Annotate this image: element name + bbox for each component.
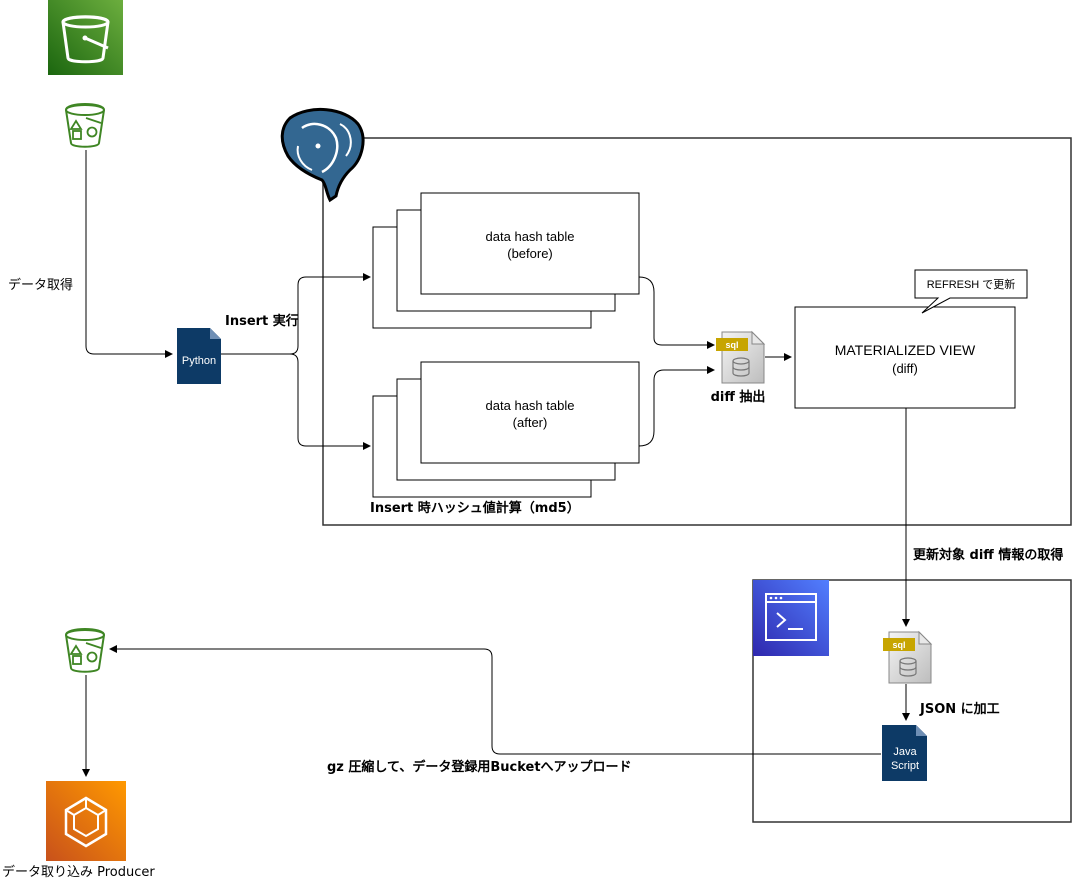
table-before-stack: data hash table (before) [372, 192, 640, 329]
ecs-container-icon [46, 781, 126, 861]
sql-file-icon: sql [883, 630, 933, 684]
table-before-box [420, 192, 640, 295]
arrow-after-to-sql [638, 366, 715, 447]
upload-label: gz 圧縮して、データ登録用Bucketへアップロード [327, 759, 632, 775]
table-after-stack: data hash table (after) [372, 361, 640, 498]
arrow-js-to-bucket [109, 645, 881, 755]
python-file-icon: Python [177, 328, 221, 384]
insert-exec-label: Insert 実行 [225, 313, 299, 329]
arrow-python-to-before [221, 273, 371, 355]
python-file-label: Python [182, 355, 216, 367]
sql-badge: sql [725, 340, 738, 350]
table-after-title: data hash table [486, 398, 575, 413]
arrow-before-to-sql [638, 276, 715, 349]
materialized-view-box [794, 306, 1016, 409]
data-fetch-label: データ取得 [8, 277, 73, 293]
materialized-view-subtitle: (diff) [892, 361, 918, 376]
s3-bucket-icon [64, 628, 106, 673]
table-before-title: data hash table [486, 229, 575, 244]
table-before-subtitle: (before) [507, 246, 553, 261]
table-after-box [420, 361, 640, 464]
producer-label: データ取り込み Producer [2, 864, 155, 880]
sql-file-icon: sql [716, 330, 766, 384]
s3-bucket-service-icon [48, 0, 123, 75]
arrow-bucket-to-python [85, 150, 173, 358]
json-process-label: JSON に加工 [919, 702, 1000, 717]
diff-extract-label: diff 抽出 [711, 389, 766, 405]
refresh-note: REFRESH で更新 [927, 277, 1016, 291]
refresh-callout: REFRESH で更新 [914, 269, 1028, 314]
table-after-subtitle: (after) [513, 415, 548, 430]
postgresql-elephant-icon [280, 107, 365, 203]
materialized-view-title: MATERIALIZED VIEW [835, 342, 976, 358]
terminal-icon [753, 580, 829, 656]
js-file-label-line1: Java [893, 746, 917, 758]
sql-badge: sql [892, 640, 905, 650]
arrow-python-to-after [289, 353, 371, 450]
js-file-label-line2: Script [891, 760, 919, 772]
s3-bucket-icon [64, 103, 106, 148]
lambda-container [752, 579, 1072, 823]
insert-hash-label: Insert 時ハッシュ値計算（md5） [370, 500, 580, 516]
get-diff-label: 更新対象 diff 情報の取得 [913, 547, 1063, 563]
javascript-file-icon: Java Script [882, 725, 927, 781]
postgres-container [322, 137, 1072, 526]
